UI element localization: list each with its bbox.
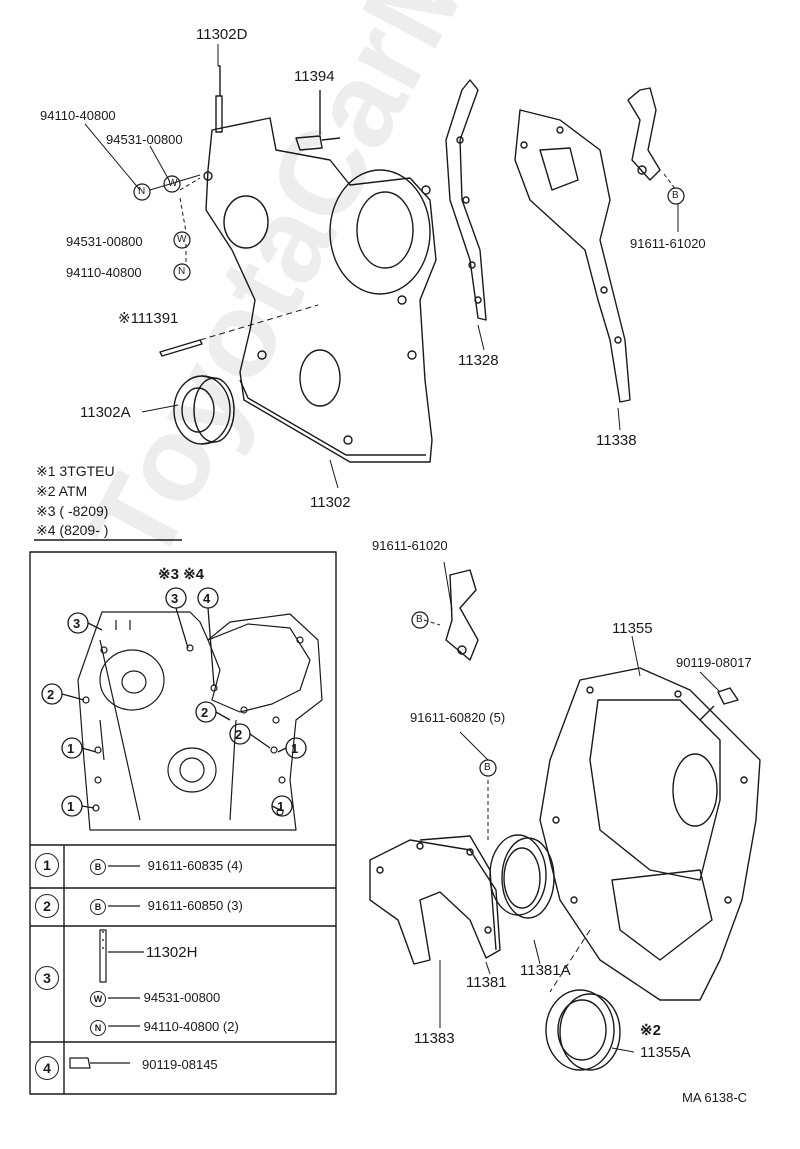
inset-cover-drawing [77,611,323,831]
label-91611-61020-top: 91611-61020 [630,236,706,251]
pin-11391 [159,339,203,357]
label-11394: 11394 [294,68,335,85]
inset-mark-1c: 1 [291,741,299,756]
gasket-11328 [445,79,487,321]
bolt-badge-top: B [672,190,679,201]
inset-mark-3b: 3 [171,591,179,606]
inset-top-marks: ※3 ※4 [158,566,204,583]
label-11355A: 11355A [640,1044,691,1061]
bolt-badge: B [90,898,106,915]
label-91611-61020-mid: 91611-61020 [372,538,448,553]
bolt-90119-08017 [699,687,739,721]
oil-seal-11302A [173,375,235,445]
table-row-3-num: 3 [35,966,59,990]
label-11338: 11338 [596,432,637,449]
table-row-1-num: 1 [35,853,59,877]
nut-badge-top: N [138,186,146,197]
label-91611-60820: 91611-60820 (5) [410,710,506,725]
label-94110-40800-mid: 94110-40800 [66,265,142,280]
bolt-badge-plate: B [484,762,491,773]
inset-callouts [41,587,307,817]
legend-3: ※3 ( -8209) [36,503,109,519]
label-94110-40800-top: 94110-40800 [40,108,116,123]
legend-4: ※4 (8209- ) [36,522,109,538]
washer-badge-top: W [168,178,178,189]
label-11302D: 11302D [196,26,248,43]
inset-mark-2c: 2 [235,727,243,742]
label-11302A: 11302A [80,404,131,421]
table-row-3b: W 94531-00800 [90,990,220,1007]
table-row-1: B 91611-60835 (4) [90,858,243,875]
inset-mark-4: 4 [203,591,211,606]
label-11391: ※111391 [118,310,179,327]
table-row-4-num: 4 [35,1056,59,1080]
seal-retainer-11381 [369,835,501,965]
table-row-2-part: 91611-60850 (3) [147,898,243,913]
timing-cover-11302 [203,65,437,463]
table-row-1-part: 91611-60835 (4) [147,858,243,873]
label-90119-08017: 90119-08017 [676,655,752,670]
bolt-badge-mid: B [416,614,423,625]
table-row-3-part-a: 11302H [146,944,198,961]
bolt-11394 [295,90,341,151]
hanger-bracket-top [627,87,661,181]
table-row-3-part-c: 94110-40800 (2) [143,1019,239,1034]
label-11383: 11383 [414,1030,455,1047]
legend-1: ※1 3TGTEU [36,463,115,479]
gasket-11338 [514,109,631,403]
oil-seal-11355A [545,989,621,1071]
inset-mark-1a: 1 [67,741,75,756]
table-row-3c: N 94110-40800 (2) [90,1019,239,1036]
washer-badge-mid: W [177,234,187,245]
inset-box [29,551,337,1095]
inset-mark-2a: 2 [47,687,55,702]
nut-badge: N [90,1019,106,1036]
label-11355A-note: ※2 [640,1022,661,1039]
label-94531-00800-mid: 94531-00800 [66,234,143,249]
inset-mark-1d: 1 [277,799,285,814]
legend-2: ※2 ATM [36,483,88,499]
label-11355: 11355 [612,620,653,637]
inset-mark-1b: 1 [67,799,75,814]
table-row-4-part: 90119-08145 [142,1057,218,1072]
washer-badge: W [90,990,106,1007]
oil-seal-11381A [489,834,555,919]
figure-code: MA 6138-C [682,1090,748,1105]
label-11381: 11381 [466,974,507,991]
table-part-icons [69,865,144,1069]
label-94531-00800-top: 94531-00800 [106,132,183,147]
end-plate-11355 [539,667,761,1001]
nut-badge-mid: N [178,266,186,277]
hanger-bracket-mid [445,569,479,661]
leader-lines [84,44,721,1053]
fastener-symbols [133,175,685,777]
table-row-2-num: 2 [35,894,59,918]
inset-mark-3a: 3 [73,616,81,631]
table-row-3-part-b: 94531-00800 [143,990,221,1005]
label-11302: 11302 [310,494,351,511]
label-11328: 11328 [458,352,499,369]
label-11381A: 11381A [520,962,571,979]
inset-mark-2b: 2 [201,705,209,720]
bolt-badge: B [90,858,106,875]
table-row-2: B 91611-60850 (3) [90,898,243,915]
